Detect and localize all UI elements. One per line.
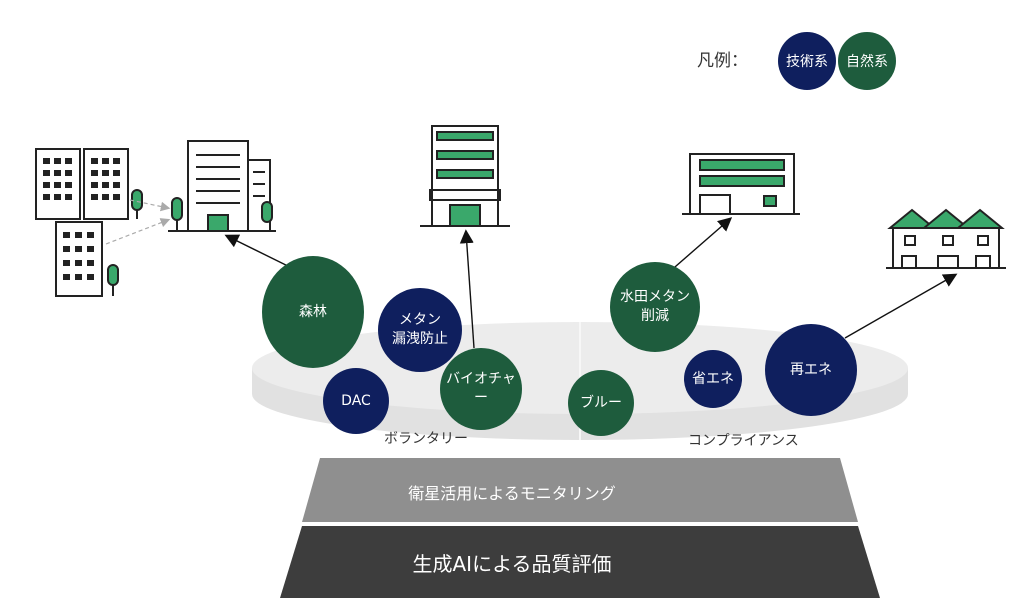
- bubble-methane-leak: メタン 漏洩防止: [378, 288, 462, 372]
- bubble-methane-leak-line2: 漏洩防止: [392, 331, 448, 347]
- voluntary-label: ボランタリー: [384, 431, 468, 447]
- legend-nature-label: 自然系: [846, 54, 888, 70]
- office-tower-icon: [168, 140, 276, 232]
- genai-quality-label: 生成AIによる品質評価: [412, 552, 612, 576]
- compliance-label: コンプライアンス: [688, 433, 799, 449]
- bubble-biochar: バイオチャー: [440, 348, 522, 430]
- bubble-renewable-label: 再エネ: [790, 361, 832, 378]
- bubble-renewable: 再エネ: [765, 324, 857, 416]
- factory-icon: [682, 153, 800, 215]
- bubble-blue: ブルー: [568, 370, 634, 436]
- bubble-methane-leak-line1: メタン: [399, 312, 441, 329]
- bubble-biochar-label: バイオチャー: [446, 371, 516, 406]
- bubble-rice-methane: 水田メタン 削減: [610, 262, 700, 352]
- bubble-blue-label: ブルー: [580, 394, 622, 411]
- pyramid-lower: [280, 526, 880, 598]
- legend-nature: 自然系: [838, 32, 896, 90]
- bubble-forest: 森林: [262, 256, 364, 368]
- satellite-monitoring-label: 衛星活用によるモニタリング: [408, 484, 616, 503]
- legend-tech-label: 技術系: [786, 54, 828, 70]
- building-complex-icon: [420, 125, 510, 227]
- houses-icon: [886, 208, 1006, 269]
- bubble-energy-saving: 省エネ: [684, 350, 742, 408]
- legend-tech: 技術系: [778, 32, 836, 90]
- bubble-forest-label: 森林: [299, 303, 327, 320]
- bubble-dac-label: DAC: [341, 392, 371, 409]
- bubble-dac: DAC: [323, 368, 389, 434]
- pyramid-upper: [302, 458, 858, 522]
- bubble-energy-saving-label: 省エネ: [692, 370, 734, 387]
- office-buildings-icon: [35, 148, 143, 297]
- legend-title: 凡例：: [697, 51, 748, 71]
- bubble-rice-methane-line2: 削減: [641, 308, 669, 324]
- bubble-rice-methane-line1: 水田メタン: [620, 289, 690, 306]
